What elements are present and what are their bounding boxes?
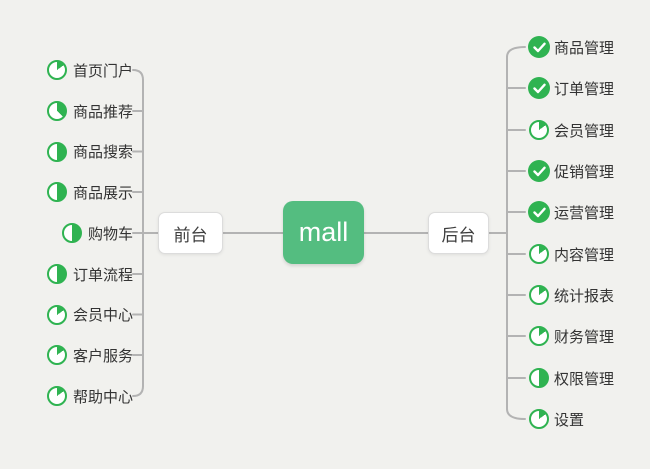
progress-pie-icon	[46, 264, 67, 284]
branch-node-label: 前台	[173, 225, 208, 245]
branch-node-front[interactable]: 前台	[158, 212, 223, 254]
mindmap-item[interactable]: 权限管理	[528, 366, 614, 390]
progress-pie-icon	[529, 244, 549, 264]
mindmap-item[interactable]: 财务管理	[528, 324, 614, 348]
mindmap-item[interactable]: 首页门户	[46, 58, 133, 82]
branch-node-label: 后台	[441, 225, 476, 245]
item-label: 购物车	[87, 225, 133, 243]
progress-pie-icon	[529, 368, 549, 388]
item-label: 内容管理	[554, 246, 615, 264]
progress-pie-icon	[529, 285, 549, 305]
mindmap-item[interactable]: 商品推荐	[46, 99, 133, 123]
item-label: 商品展示	[72, 184, 133, 202]
mindmap-item[interactable]: 会员中心	[46, 303, 133, 327]
progress-pie-icon	[46, 182, 67, 202]
check-circle-icon	[528, 160, 550, 182]
item-label: 设置	[554, 411, 585, 429]
check-circle-icon	[528, 36, 550, 58]
progress-pie-icon	[61, 223, 82, 243]
progress-pie-icon	[46, 60, 67, 80]
mindmap-item[interactable]: 促销管理	[528, 159, 614, 183]
item-label: 订单管理	[554, 80, 615, 98]
connector-left-top-curve	[132, 69, 144, 81]
item-label: 帮助中心	[72, 388, 133, 406]
mindmap-item[interactable]: 订单管理	[528, 76, 614, 100]
item-label: 会员中心	[72, 307, 133, 324]
mindmap-item[interactable]: 商品展示	[46, 180, 133, 204]
item-label: 商品推荐	[72, 103, 133, 121]
mindmap-item[interactable]: 客户服务	[46, 343, 133, 367]
mindmap-item[interactable]: 商品管理	[528, 35, 614, 59]
progress-pie-icon	[46, 141, 67, 162]
item-label: 促销管理	[554, 163, 615, 181]
item-label: 商品管理	[554, 39, 615, 57]
progress-pie-icon	[46, 304, 67, 325]
root-node-mall[interactable]: mall	[283, 201, 364, 264]
progress-pie-icon	[46, 345, 67, 365]
connector-right-top-curve	[506, 46, 526, 58]
mindmap-item[interactable]: 购物车	[61, 221, 133, 245]
mindmap-item[interactable]: 订单流程	[46, 262, 133, 286]
item-label: 商品搜索	[72, 144, 133, 161]
mindmap-item[interactable]: 商品搜索	[46, 140, 133, 164]
mindmap-item[interactable]: 设置	[528, 407, 584, 431]
progress-pie-icon	[529, 409, 549, 429]
item-label: 客户服务	[72, 347, 133, 365]
connector-left-bottom-curve	[132, 385, 144, 397]
progress-pie-icon	[529, 120, 549, 140]
mindmap-item[interactable]: 帮助中心	[46, 384, 133, 408]
mindmap-item[interactable]: 统计报表	[528, 283, 614, 307]
progress-pie-icon	[46, 386, 67, 406]
check-circle-icon	[528, 77, 550, 99]
progress-pie-icon	[46, 101, 67, 121]
check-circle-icon	[528, 201, 550, 223]
item-label: 会员管理	[554, 122, 615, 140]
item-label: 运营管理	[554, 204, 615, 222]
connector-right-bottom-curve	[506, 408, 526, 420]
item-label: 财务管理	[554, 328, 615, 346]
mindmap-item[interactable]: 会员管理	[528, 118, 614, 142]
item-label: 统计报表	[554, 287, 615, 305]
branch-node-back[interactable]: 后台	[428, 212, 489, 254]
item-label: 权限管理	[554, 370, 615, 388]
progress-pie-icon	[529, 326, 549, 346]
item-label: 订单流程	[72, 266, 133, 284]
mindmap-item[interactable]: 内容管理	[528, 242, 614, 266]
item-label: 首页门户	[72, 62, 133, 80]
mindmap-item[interactable]: 运营管理	[528, 200, 614, 224]
root-node-label: mall	[298, 217, 349, 247]
